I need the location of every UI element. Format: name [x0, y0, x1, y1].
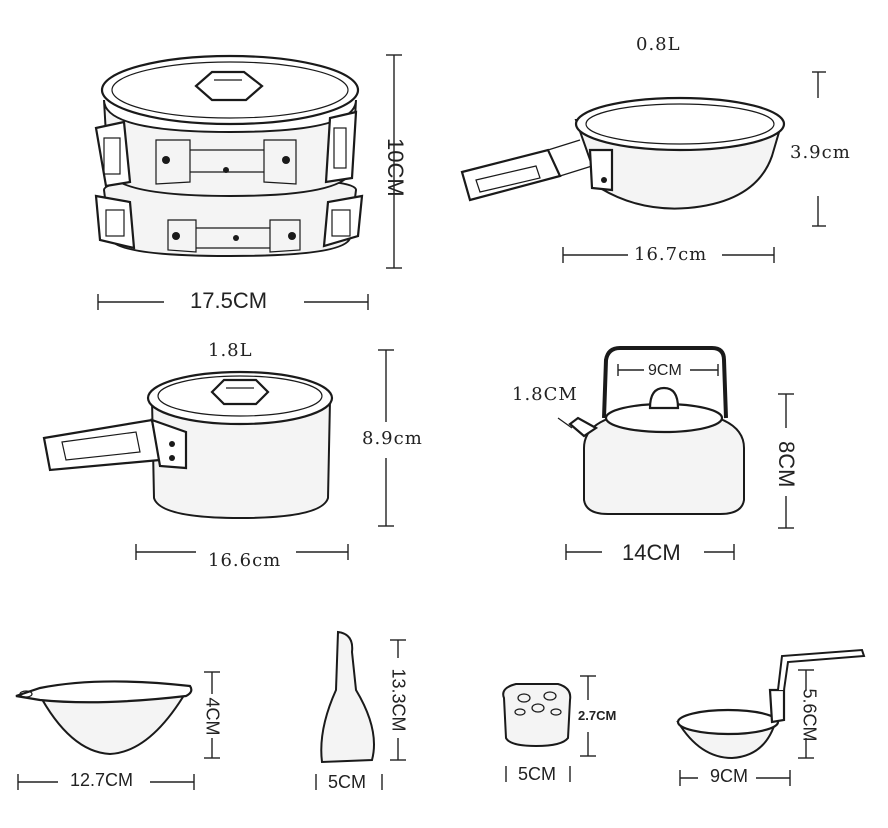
frying-pan-height-label: 3.9cm — [790, 142, 851, 163]
spoon-width-label: 5CM — [328, 772, 367, 792]
pot-set-dimension-lines — [97, 54, 402, 310]
pot-height-label: 8.9cm — [362, 428, 423, 449]
spoon-height-label: 13.3CM — [388, 668, 409, 732]
bowl-drawing — [15, 680, 193, 756]
frying-pan-dimension-lines — [562, 71, 826, 263]
ladle-drawing — [676, 648, 866, 760]
pot-set-width-label: 17.5CM — [190, 288, 268, 313]
kettle-drawing — [557, 346, 745, 515]
kettle-height-label: 8CM — [774, 441, 799, 488]
bowl-height-label: 4CM — [202, 697, 223, 736]
sponge-width-label: 5CM — [518, 764, 557, 784]
kettle-spout-label: 1.8CM — [512, 384, 578, 405]
pot-set-drawing — [94, 54, 364, 258]
kettle-width-label: 14CM — [622, 540, 681, 565]
pot-dimension-lines — [135, 349, 394, 560]
spoon-drawing — [320, 630, 375, 764]
sponge-dimension-lines — [505, 675, 596, 782]
spoon-dimension-lines — [315, 639, 406, 790]
frying-pan-drawing — [460, 96, 786, 210]
ladle-height-label: 5.6CM — [799, 688, 820, 742]
pot-capacity-label: 1.8L — [208, 340, 253, 361]
frying-pan-width-label: 16.7cm — [634, 244, 708, 265]
sponge-height-label: 2.7CM — [578, 708, 617, 723]
kettle-dimension-lines — [565, 364, 794, 560]
pot-set-height-label: 10CM — [383, 138, 408, 197]
ladle-width-label: 9CM — [710, 766, 749, 786]
pot-width-label: 16.6cm — [208, 550, 282, 571]
bowl-width-label: 12.7CM — [70, 770, 134, 790]
ladle-dimension-lines — [679, 669, 814, 786]
pot-drawing — [42, 370, 334, 520]
bowl-dimension-lines — [17, 671, 220, 790]
sponge-drawing — [502, 683, 572, 748]
frying-pan-capacity-label: 0.8L — [636, 34, 681, 55]
kettle-handle-width-label: 9CM — [648, 362, 682, 379]
